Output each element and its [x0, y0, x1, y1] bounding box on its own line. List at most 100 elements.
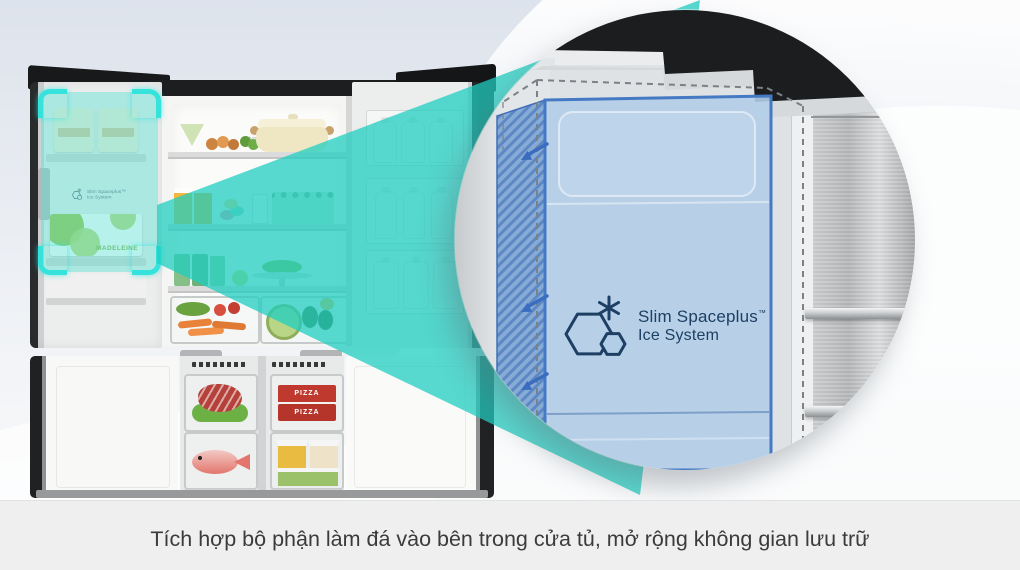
juice-carton: [194, 188, 212, 227]
door-handle: [38, 168, 50, 220]
dessert-package: [98, 108, 138, 152]
glass-shelf-rail: [805, 406, 915, 417]
freezer-drawer-containers: [270, 432, 344, 490]
vent-grille: [272, 362, 328, 367]
green-jar: [192, 254, 208, 286]
greens: [176, 302, 210, 316]
leaf-graphic: [110, 214, 136, 230]
glass-shelf: [168, 224, 346, 231]
freezer-left-door: [30, 356, 178, 498]
fish-body: [192, 450, 238, 474]
fish-tail: [234, 454, 250, 470]
corner-bracket-bottom-right: [132, 246, 161, 275]
bottle: [401, 117, 425, 163]
leaf-graphic: [70, 228, 100, 256]
magnifier-circle: Slim Spaceplus™ Ice System: [455, 10, 915, 470]
madeleine-label: MADELEINE: [96, 245, 138, 252]
green-jar: [174, 254, 190, 286]
cooking-pot: [250, 114, 334, 152]
bottle: [373, 117, 397, 163]
bottle-bin: [366, 110, 464, 166]
fish-eye: [198, 456, 202, 460]
pepper: [228, 302, 240, 314]
marbling: [198, 384, 242, 412]
muffins: [206, 136, 240, 150]
cake-stand: [252, 260, 312, 286]
caption-text: Tích hợp bộ phận làm đá vào bên trong cử…: [150, 527, 870, 551]
pizza-box: PIZZA: [278, 404, 336, 421]
corner-bracket-top-right: [132, 89, 161, 118]
milk-glass: [252, 194, 268, 224]
door-inner-line: [56, 366, 170, 488]
door-bin: [46, 154, 146, 162]
glass-shelf: [168, 286, 346, 293]
corner-bracket-top-left: [38, 89, 67, 118]
lime: [232, 270, 248, 286]
pepper: [214, 304, 226, 316]
madeleine-package: MADELEINE: [50, 214, 142, 256]
circle-steel-panel: [813, 65, 915, 470]
corner-bracket-bottom-left: [38, 246, 67, 275]
freezer-drawer-fish: [184, 432, 258, 490]
fridge-base: [36, 490, 488, 498]
milk-bottle: [375, 187, 397, 239]
mango: [320, 298, 334, 310]
door-inner-line: [354, 366, 466, 488]
feature-highlight-box: [38, 89, 161, 275]
water-bottle: [403, 257, 429, 309]
steel-trim-line: [811, 116, 915, 118]
avocado: [318, 310, 333, 330]
badge-hexagon-icon: ✻: [71, 188, 83, 200]
container-greens: [276, 468, 340, 488]
macaron: [224, 199, 238, 209]
circle-overlay: [455, 10, 915, 470]
caption-bar: Tích hợp bộ phận làm đá vào bên trong cử…: [0, 500, 1020, 570]
glass-shelf: [168, 152, 346, 159]
muffin: [228, 139, 239, 150]
juice-carton: [174, 188, 192, 227]
pizza-box: PIZZA: [278, 385, 336, 404]
crisper-drawer: [170, 296, 260, 344]
milk-bottle: [431, 187, 453, 239]
door-bin: [46, 274, 146, 298]
milk-bottle: [403, 187, 425, 239]
avocado: [302, 306, 318, 328]
upper-left-door: ✻ Slim Spaceplus™ Ice System MADELEINE: [30, 82, 162, 348]
trademark-symbol: ™: [757, 308, 767, 318]
pizza-label: PIZZA: [294, 409, 320, 416]
macarons: [218, 198, 248, 222]
freezer-compartments: PIZZA PIZZA: [180, 356, 344, 498]
logo-text: Slim Spaceplus™ Ice System: [638, 307, 766, 345]
logo-subtitle: Ice System: [638, 326, 720, 344]
freezer-drawer-pizza: PIZZA PIZZA: [270, 374, 344, 432]
glass-shelf-rail: [805, 308, 915, 319]
door-badge: ✻ Slim Spaceplus™ Ice System: [70, 180, 150, 210]
water-bottle: [373, 257, 399, 309]
hexagon-small: [599, 332, 627, 356]
muffin: [217, 136, 229, 148]
slim-spaceplus-logo: Slim Spaceplus™ Ice System: [563, 292, 766, 360]
logo-title: Slim Spaceplus: [638, 307, 758, 327]
pot-body: [256, 127, 328, 152]
door-bin: [46, 258, 146, 266]
ice-bin-rim: [558, 111, 756, 197]
pizza-label: PIZZA: [294, 390, 320, 397]
bottle-bin: [366, 250, 464, 314]
crisper-drawer: [260, 296, 348, 344]
stand-stem: [279, 278, 285, 286]
door-badge-subtitle: Ice System: [86, 194, 112, 200]
green-jar: [210, 256, 225, 286]
vent-grille: [192, 362, 248, 367]
bottle: [429, 117, 453, 163]
meat: [198, 384, 242, 412]
melon: [266, 304, 302, 340]
freezer-divider: [258, 356, 266, 498]
fridge-cavity: Hygiene Fresh: [162, 96, 352, 346]
door-badge-title: Slim Spaceplus™: [86, 188, 127, 195]
hexagon-ice-icon: [564, 295, 627, 356]
svg-text:✻: ✻: [77, 188, 81, 194]
mint-cake: [272, 192, 334, 228]
freezer-drawer-meat: [184, 374, 258, 432]
bottle-bin: [366, 178, 464, 244]
